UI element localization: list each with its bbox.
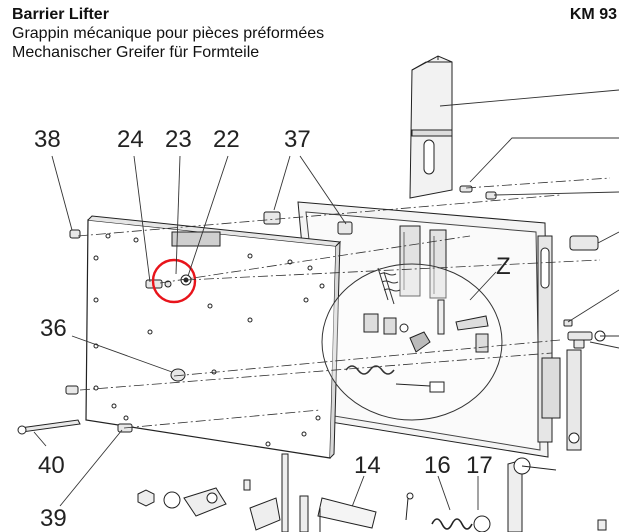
callout-16: 16	[424, 452, 451, 479]
page-title: Barrier Lifter	[12, 6, 109, 23]
zone-z-detail	[321, 263, 503, 421]
highlight-circle	[151, 258, 197, 304]
callout-37: 37	[284, 126, 311, 153]
callout-22: 22	[213, 126, 240, 153]
callout-23: 23	[165, 126, 192, 153]
callout-39: 39	[40, 505, 67, 532]
subtitle-fr: Grappin mécanique pour pièces préformées	[12, 25, 325, 42]
zone-label-z: Z	[496, 253, 511, 280]
front-plate	[85, 215, 342, 459]
top-bracket	[409, 55, 453, 199]
callout-40: 40	[38, 452, 65, 479]
callout-24: 24	[117, 126, 144, 153]
callout-36: 36	[40, 315, 67, 342]
header: Barrier Lifter Grappin mécanique pour pi…	[12, 6, 324, 62]
assembly-lines	[77, 177, 611, 429]
callout-14: 14	[354, 452, 381, 479]
back-frame	[297, 201, 582, 458]
callout-17: 17	[466, 452, 493, 479]
model-code: KM 93	[569, 6, 617, 23]
leader-lines	[33, 89, 619, 513]
subtitle-de: Mechanischer Greifer für Formteile	[12, 44, 260, 61]
callout-38: 38	[34, 126, 61, 153]
bottom-parts	[137, 453, 607, 532]
callout-numbers: 38 24 23 22 37 36 40 39 14 16 17 Z	[34, 126, 511, 532]
